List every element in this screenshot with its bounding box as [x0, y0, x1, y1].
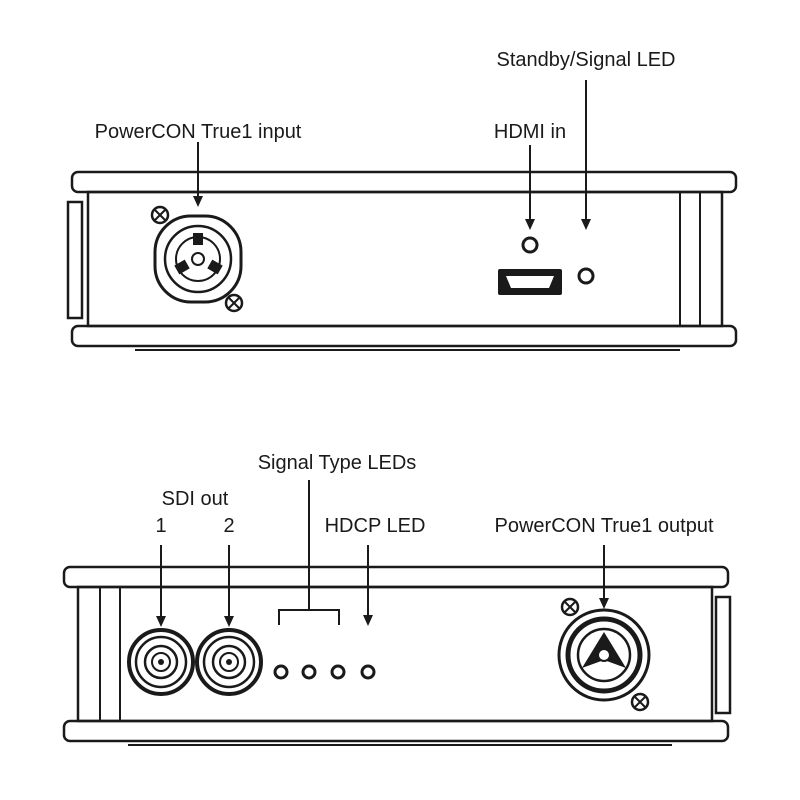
sdi-out-1-connector [127, 628, 195, 696]
hdmi-in-port [498, 236, 562, 295]
standby-signal-led [577, 267, 595, 285]
bottom-rail-2 [62, 719, 730, 743]
right-bumper [714, 595, 732, 715]
label-powercon-input: PowerCON True1 input [95, 121, 302, 143]
label-signal-type-leds: Signal Type LEDs [258, 452, 417, 474]
label-sdi-1: 1 [155, 515, 166, 537]
top-rail [70, 170, 738, 194]
label-hdmi-in: HDMI in [494, 121, 566, 143]
signal-type-led-3 [330, 664, 346, 680]
powercon-output-connector [557, 597, 651, 712]
bottom-rail [70, 324, 738, 348]
label-sdi-out: SDI out [162, 488, 229, 510]
panel-body-2 [76, 585, 714, 723]
label-powercon-output: PowerCON True1 output [495, 515, 714, 537]
left-bumper [66, 200, 84, 320]
label-hdcp-led: HDCP LED [325, 515, 426, 537]
input-panel: PowerCON True1 input Standby/Signal LED … [66, 49, 738, 351]
powercon-input-connector [150, 205, 244, 313]
top-rail-2 [62, 565, 730, 589]
sdi-out-2-connector [195, 628, 263, 696]
panel-body [86, 190, 724, 328]
label-sdi-2: 2 [223, 515, 234, 537]
label-standby-signal-led: Standby/Signal LED [496, 49, 675, 71]
signal-type-led-2 [301, 664, 317, 680]
hdcp-led [360, 664, 376, 680]
output-panel: Signal Type LEDs SDI out 1 2 HDCP LED Po… [62, 452, 732, 746]
signal-type-led-1 [273, 664, 289, 680]
